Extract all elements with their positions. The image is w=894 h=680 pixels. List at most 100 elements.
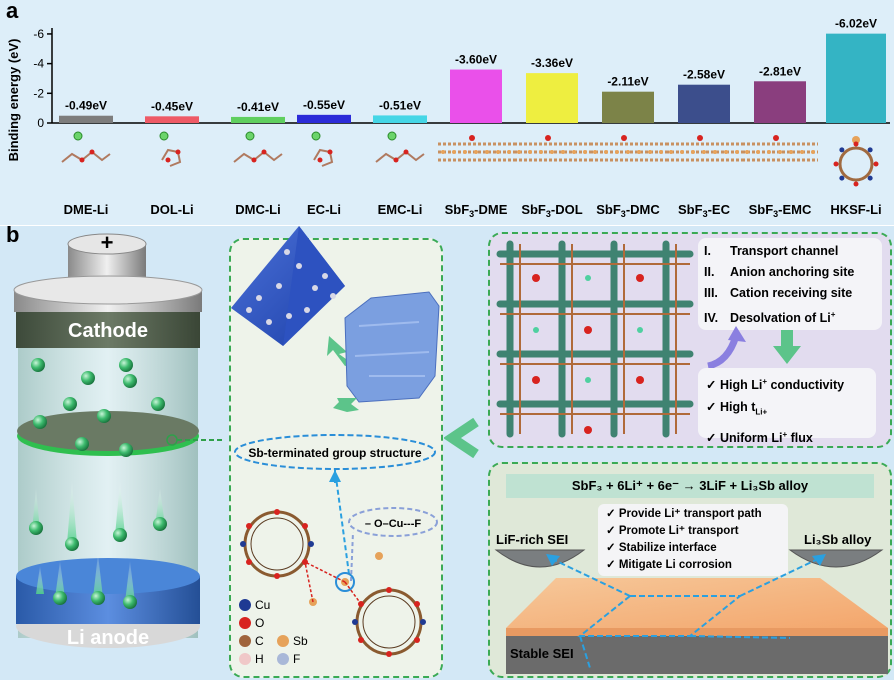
- sei-illustration: LiF-rich SEI Li₃Sb alloy Stable SEI: [494, 532, 888, 674]
- bars: [59, 33, 886, 123]
- panel-b-label: b: [6, 222, 20, 247]
- value-label: -3.36eV: [531, 56, 573, 70]
- sei-benefits-list: ✓ Provide Li⁺ transport path ✓ Promote Li…: [598, 504, 788, 576]
- bar-sbf3-emc: [754, 81, 806, 123]
- li-anode-top: [16, 558, 200, 594]
- feature-item: II.Anion anchoring site: [704, 265, 855, 279]
- value-label: -3.60eV: [455, 53, 497, 67]
- bar-ec-li: [297, 114, 351, 123]
- y-tick-label: -2: [33, 86, 44, 100]
- benefit-item: ✓ High tLi+: [706, 400, 768, 417]
- legend-dot-cu: [239, 599, 251, 611]
- value-label: -2.58eV: [683, 68, 725, 82]
- ring-structure-left: [243, 510, 311, 578]
- blue-dashed-arrow: [334, 469, 350, 575]
- positive-terminal-top: [67, 233, 147, 255]
- mof-framework-illustration: [496, 240, 694, 438]
- panel-a: a Binding energy (eV) 0-2-4-6 -0.49eV-0.…: [0, 0, 894, 225]
- legend-label: O: [255, 616, 264, 630]
- molecule-emc-li: [375, 131, 425, 163]
- chevron-left-icon: [444, 418, 479, 458]
- sei-slab-side: [506, 628, 888, 674]
- bar-sbf3-dmc: [602, 91, 654, 123]
- bar-hksf-li: [826, 33, 886, 123]
- anode-label: Li anode: [67, 627, 149, 649]
- molecule-dmc-li: [233, 131, 283, 163]
- bond-label-outline: [348, 507, 438, 537]
- hksf-separator: [17, 411, 199, 451]
- category-label: SbF3-EC: [678, 202, 731, 219]
- value-label: -2.81eV: [759, 64, 801, 78]
- li-ions: [29, 358, 167, 609]
- feature-item: I.Transport channel: [704, 244, 839, 258]
- sei-slab-top: [506, 578, 888, 628]
- value-label: -0.55eV: [303, 98, 345, 112]
- bar-dmc-li: [231, 116, 285, 123]
- panel-b: b +: [0, 222, 894, 680]
- category-label: SbF3-EMC: [749, 202, 812, 219]
- feature-item: IV.Desolvation of Li+: [704, 310, 836, 326]
- molecule-sbf3-dol: [514, 135, 590, 162]
- purple-curved-arrow: [707, 326, 746, 370]
- y-tick-label: -6: [33, 27, 44, 41]
- category-label: DMC-Li: [235, 202, 281, 217]
- legend-dot-h: [239, 653, 251, 665]
- category-label: DOL-Li: [150, 202, 193, 217]
- molecule-hksf-li: [833, 136, 879, 187]
- benefits-list: ✓ High Li+ conductivity ✓ High tLi+ ✓ Unif…: [698, 368, 876, 445]
- y-axis-label: Binding energy (eV): [6, 39, 21, 162]
- battery-cap-top: [13, 275, 203, 305]
- legend-dot-o: [239, 617, 251, 629]
- value-label: -0.49eV: [65, 99, 107, 113]
- sei-benefit-item: ✓ Mitigate Li corrosion: [606, 559, 732, 571]
- li-flux-cones: [32, 481, 165, 602]
- benefit-item: ✓ High Li+ conductivity: [706, 377, 845, 393]
- molecule-dme-li: [61, 131, 111, 163]
- li3sb-dome: [788, 549, 884, 568]
- legend-dot-f: [277, 653, 289, 665]
- bar-sbf3-dol: [526, 73, 578, 123]
- y-tick-label: -4: [33, 57, 44, 71]
- category-label: EMC-Li: [378, 202, 423, 217]
- category-label: SbF3-DOL: [521, 202, 582, 219]
- legend-label: Cu: [255, 598, 270, 612]
- molecule-ec-li: [311, 131, 334, 167]
- category-label: SbF3-DMC: [596, 202, 660, 219]
- cathode-layer: [16, 312, 200, 348]
- ring-structure-right: [355, 588, 423, 656]
- lif-label: LiF-rich SEI: [496, 532, 568, 547]
- value-label: -0.45eV: [151, 99, 193, 113]
- structure-label-outline: [234, 434, 436, 470]
- plus-sign: +: [101, 230, 114, 255]
- panel-a-label: a: [6, 0, 19, 23]
- value-label: -0.41eV: [237, 100, 279, 114]
- molecule-sbf3-emc: [742, 135, 818, 162]
- bar-dme-li: [59, 115, 113, 123]
- bond-label: – O–Cu---F: [365, 518, 422, 530]
- hksf-crystal: [344, 291, 440, 403]
- value-label: -2.11eV: [607, 75, 648, 89]
- legend-label: F: [293, 652, 300, 666]
- battery-illustration: + Cathode Li anode: [13, 230, 225, 649]
- value-labels: -0.49eV -0.45eV -0.41eV -0.55eV -0.51eV -3.60…: [65, 17, 877, 114]
- sei-benefit-item: ✓ Provide Li⁺ transport path: [606, 508, 762, 520]
- molecule-dol-li: [159, 131, 182, 167]
- green-down-arrow: [773, 330, 801, 364]
- binding-energy-chart: Binding energy (eV) 0 -2 -4 -6 -0.49eV -0.45…: [6, 17, 890, 219]
- bar-emc-li: [373, 115, 427, 123]
- y-tick-label: 0: [37, 116, 44, 130]
- legend-label: C: [255, 634, 264, 648]
- benefit-item: ✓ Uniform Li+ flux: [706, 429, 813, 445]
- stable-sei-label: Stable SEI: [510, 646, 574, 661]
- y-ticks: 0 -2 -4 -6: [33, 27, 52, 130]
- value-label: -0.51eV: [379, 98, 421, 112]
- legend-dot-sb: [277, 635, 289, 647]
- bar-sbf3-ec: [678, 84, 730, 123]
- molecule-sbf3-ec: [666, 135, 742, 162]
- sei-benefit-item: ✓ Promote Li⁺ transport: [606, 525, 739, 537]
- category-label: DME-Li: [64, 202, 109, 217]
- bar-sbf3-dme: [450, 69, 502, 123]
- molecule-structures: [61, 131, 879, 187]
